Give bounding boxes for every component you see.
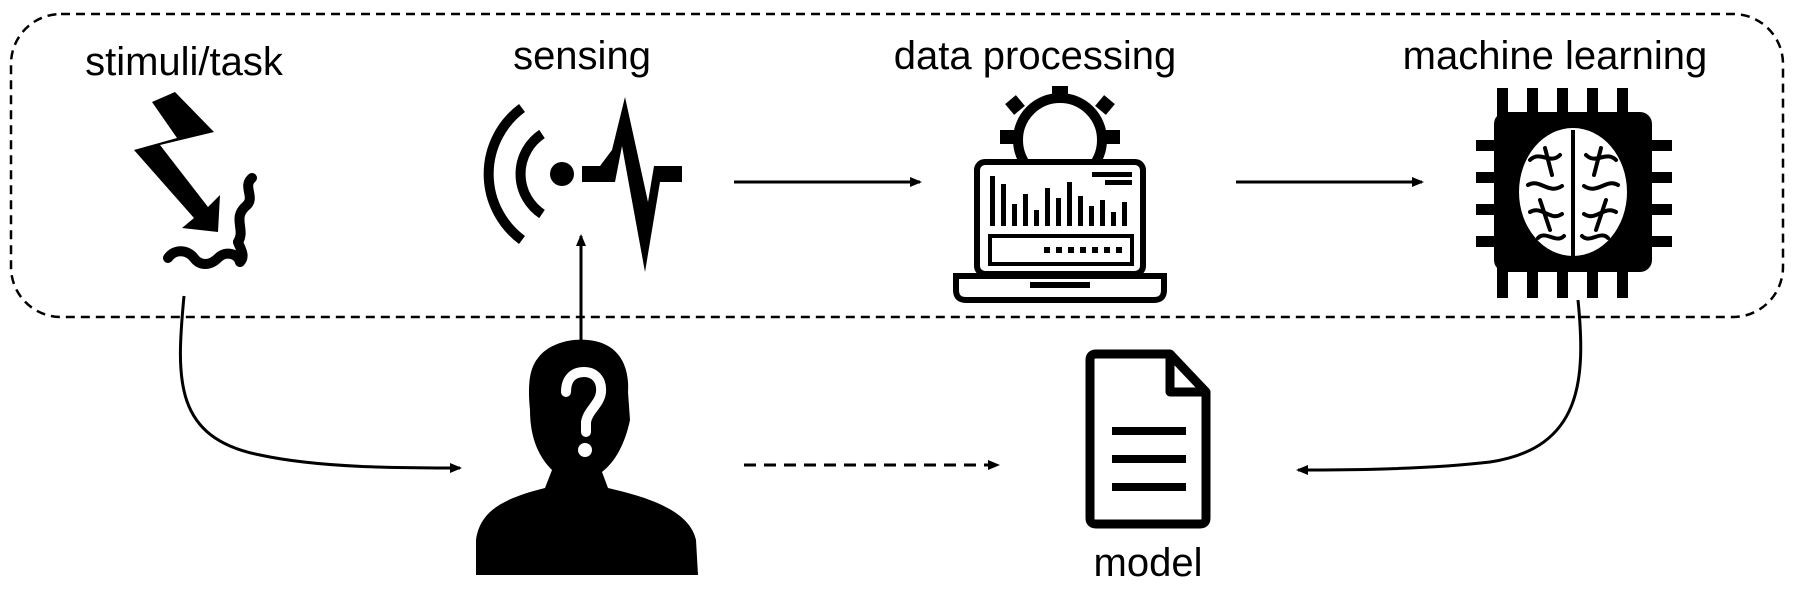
brain-chip-icon <box>1476 88 1672 298</box>
model-label: model <box>1094 541 1203 585</box>
data-processing-label: data processing <box>894 34 1176 78</box>
dashed-group-border <box>9 12 1785 319</box>
unknown-person-icon <box>476 339 698 575</box>
lightning-bolt-icon <box>134 92 257 269</box>
signal-sensor-icon <box>483 97 682 272</box>
arrow-stimuli-to-person <box>178 295 462 473</box>
machine-learning-label: machine learning <box>1403 34 1708 78</box>
arrow-ml-to-model <box>1296 299 1583 475</box>
document-icon <box>1085 349 1211 529</box>
stimuli-task-label: stimuli/task <box>85 40 284 84</box>
laptop-gear-chart-icon <box>953 86 1167 303</box>
sensing-label: sensing <box>513 34 651 78</box>
